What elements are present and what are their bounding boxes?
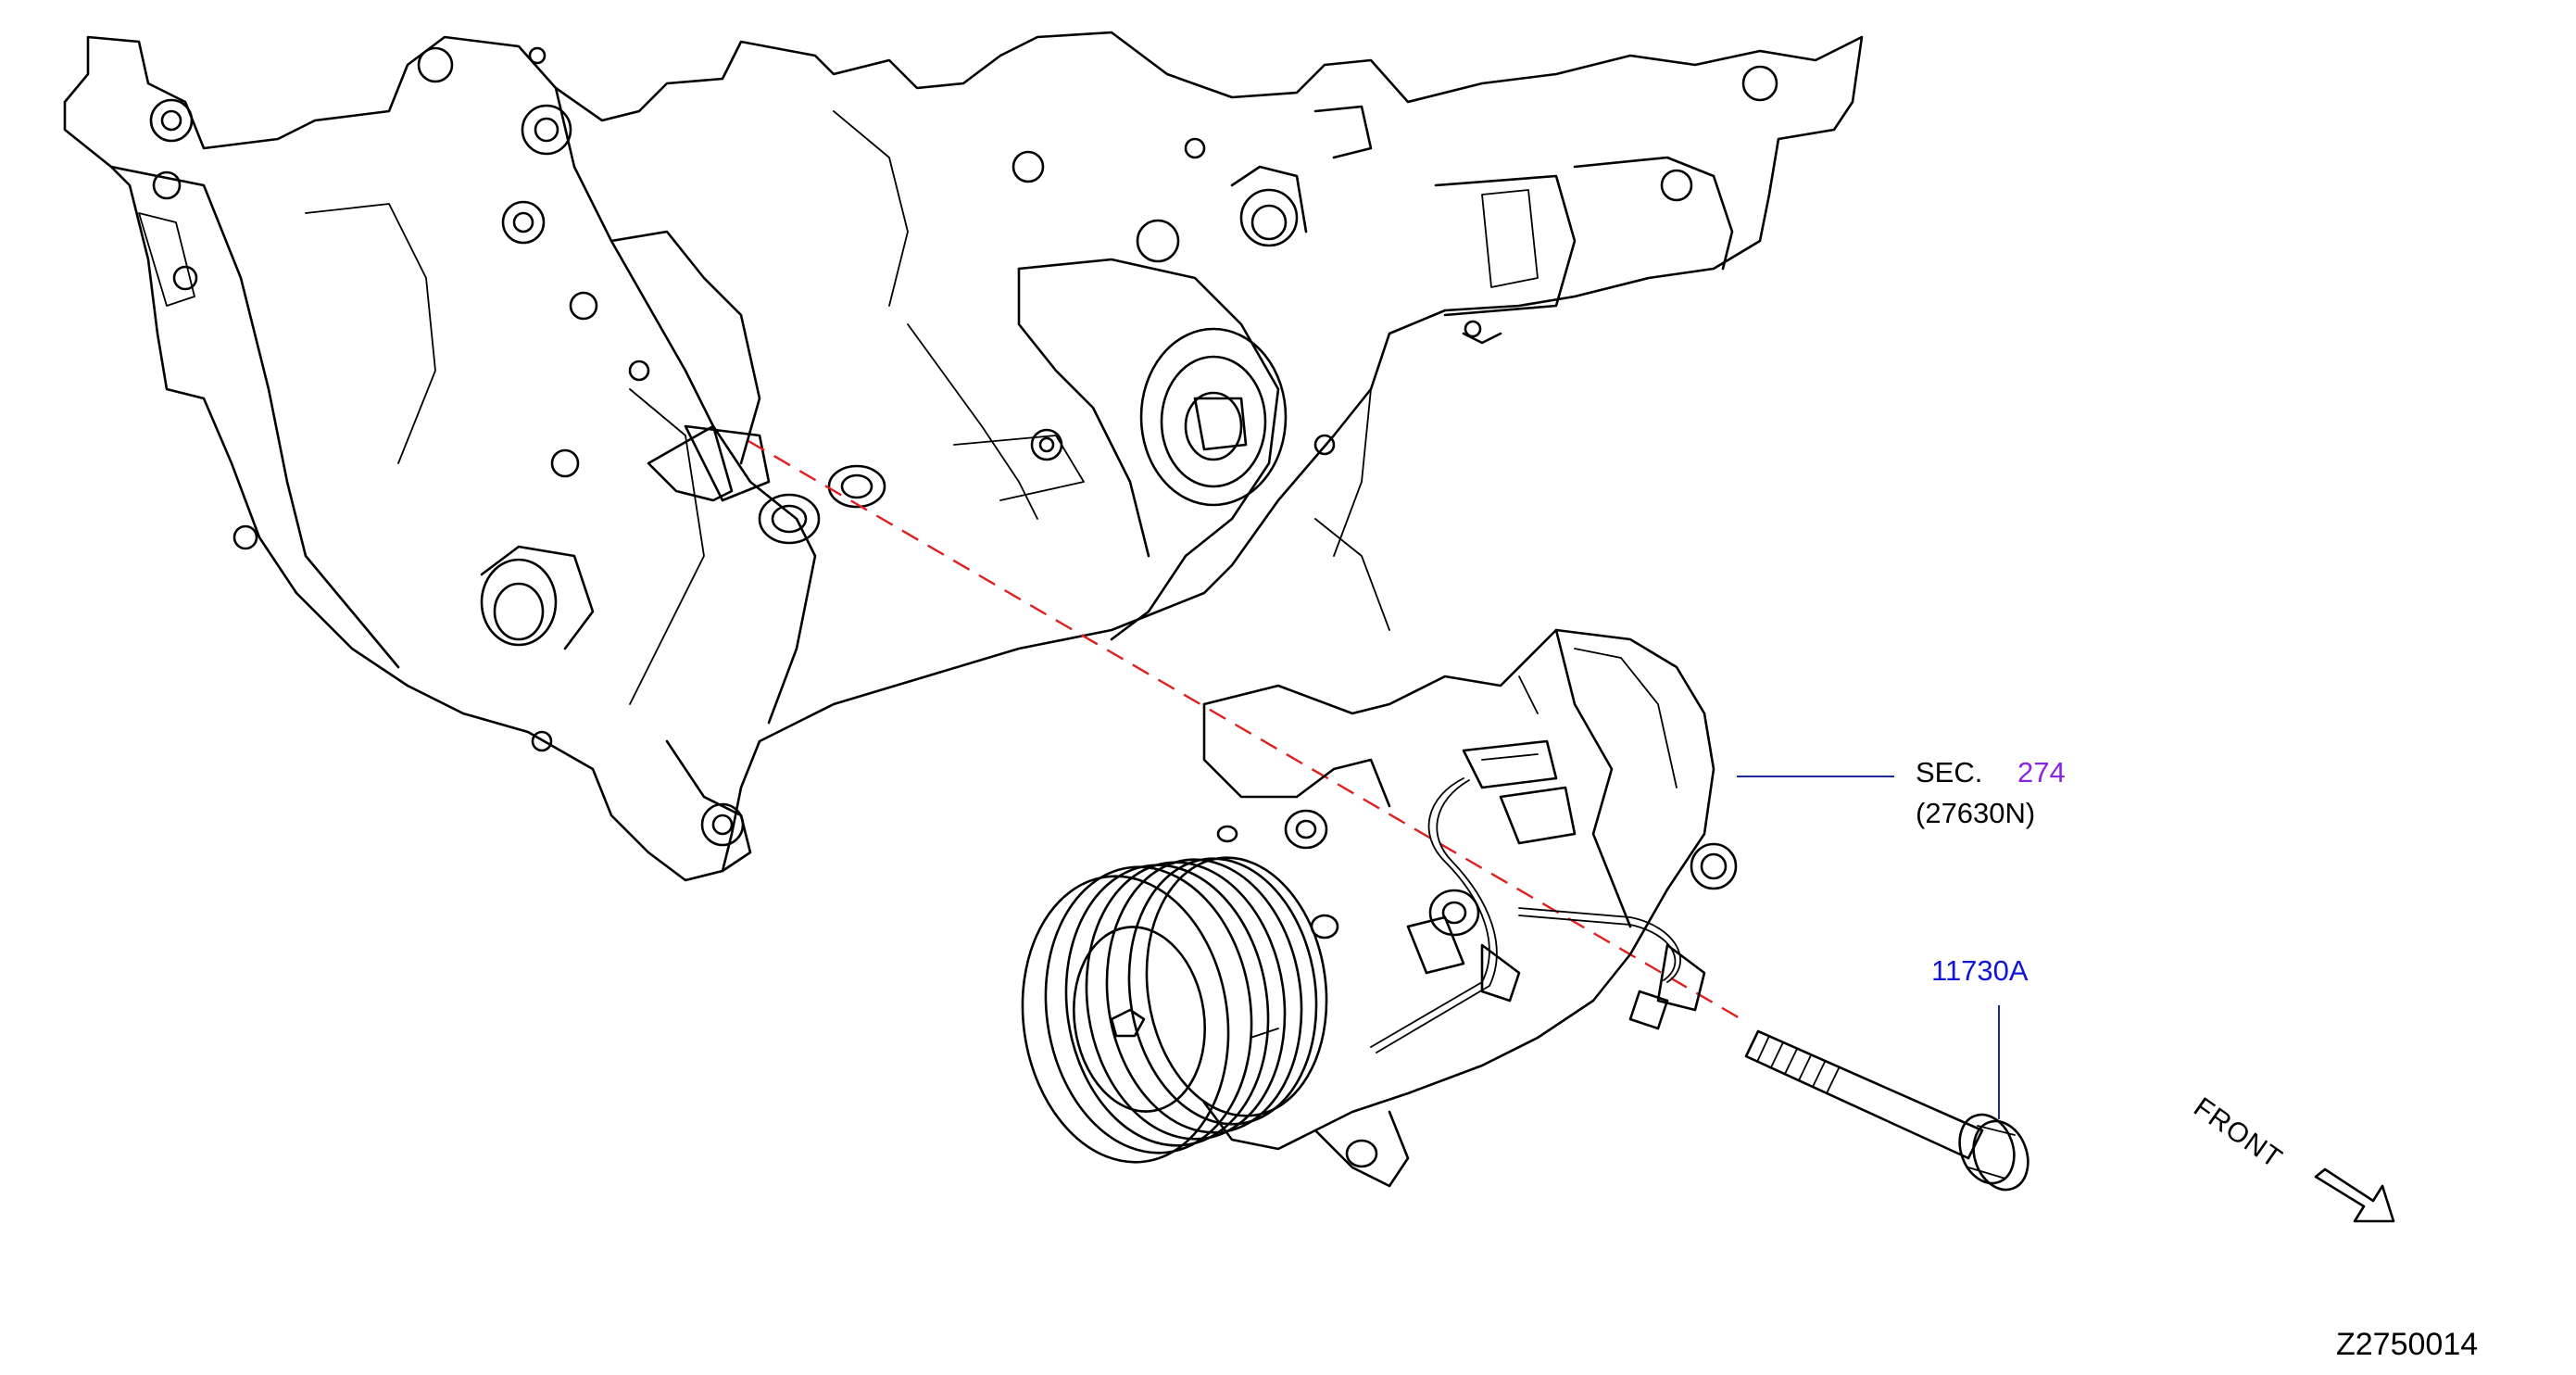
compressor-sec-prefix: SEC. <box>1916 756 1983 788</box>
engine-block-drawing <box>63 31 1864 882</box>
figure-id: Z2750014 <box>2336 1327 2479 1362</box>
ac-compressor-drawing <box>1021 628 1738 1188</box>
compressor-sec-number[interactable]: 274 <box>2017 756 2066 788</box>
mounting-bolt-drawing <box>1744 1029 2029 1192</box>
bolt-part-number[interactable]: 11730A <box>1931 956 2029 985</box>
compressor-part-code: (27630N) <box>1916 797 2036 829</box>
bolt-part-number-text[interactable]: 11730A <box>1931 954 2029 987</box>
front-direction-arrow-icon <box>2314 1167 2395 1223</box>
alignment-dashed-line <box>748 439 1742 1021</box>
